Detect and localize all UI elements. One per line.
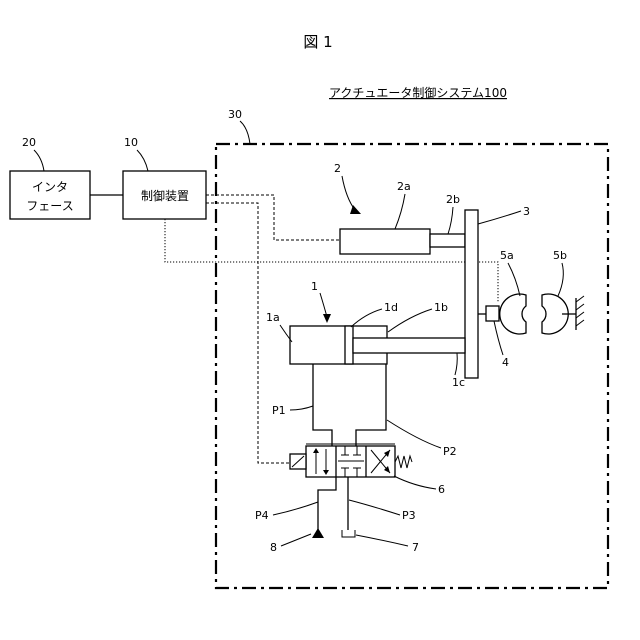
leader-P1 bbox=[290, 406, 313, 410]
label-10: 10 bbox=[124, 136, 138, 149]
directional-valve-6 bbox=[290, 444, 412, 477]
interface-label-line2: フェース bbox=[26, 199, 73, 213]
piston-rod-1c bbox=[353, 338, 465, 353]
label-3: 3 bbox=[523, 205, 530, 218]
leader-P2 bbox=[387, 420, 441, 448]
line-P2 bbox=[356, 364, 386, 446]
leader-1d bbox=[351, 309, 382, 327]
label-P2: P2 bbox=[443, 445, 457, 458]
figure-title: 図 1 bbox=[303, 33, 332, 51]
leader-3 bbox=[478, 211, 521, 224]
plate-3 bbox=[465, 210, 478, 378]
sensor-4 bbox=[486, 306, 499, 321]
piston-1d bbox=[345, 326, 353, 364]
label-1b: 1b bbox=[434, 301, 448, 314]
label-P3: P3 bbox=[402, 509, 416, 522]
leader-1 bbox=[320, 293, 327, 317]
label-1: 1 bbox=[311, 280, 318, 293]
label-20: 20 bbox=[22, 136, 36, 149]
leader-6 bbox=[394, 476, 436, 489]
label-8: 8 bbox=[270, 541, 277, 554]
leader-30 bbox=[240, 121, 250, 144]
label-7: 7 bbox=[412, 541, 419, 554]
leader-2 bbox=[342, 176, 355, 210]
arrow-1 bbox=[323, 314, 331, 323]
label-2a: 2a bbox=[397, 180, 411, 193]
leader-8 bbox=[281, 534, 311, 546]
label-2: 2 bbox=[334, 162, 341, 175]
leader-2b bbox=[448, 207, 453, 234]
label-P1: P1 bbox=[272, 404, 286, 417]
leader-2a bbox=[395, 194, 405, 229]
clutch-5a bbox=[500, 294, 526, 334]
tank-7 bbox=[342, 530, 355, 537]
actuator-2-rod bbox=[430, 234, 465, 247]
controller-label: 制御装置 bbox=[141, 188, 189, 203]
label-2b: 2b bbox=[446, 193, 460, 206]
label-6: 6 bbox=[438, 483, 445, 496]
leader-P3 bbox=[349, 500, 400, 515]
signal-line-actuator2 bbox=[206, 195, 340, 240]
label-1c: 1c bbox=[452, 376, 465, 389]
interface-label-line1: インタ bbox=[32, 180, 68, 194]
signal-line-valve bbox=[206, 203, 290, 463]
actuator-2-body bbox=[340, 229, 430, 254]
label-4: 4 bbox=[502, 356, 509, 369]
pump-8 bbox=[312, 528, 324, 538]
leader-10 bbox=[137, 150, 148, 171]
leader-5a bbox=[508, 263, 520, 296]
label-5b: 5b bbox=[553, 249, 567, 262]
label-P4: P4 bbox=[255, 509, 269, 522]
leader-7 bbox=[356, 535, 408, 546]
label-1d: 1d bbox=[384, 301, 398, 314]
leader-5b bbox=[558, 263, 563, 296]
leader-20 bbox=[34, 150, 44, 171]
system-title: アクチュエータ制御システム100 bbox=[329, 85, 507, 100]
label-30: 30 bbox=[228, 108, 242, 121]
line-P1 bbox=[313, 364, 332, 446]
label-1a: 1a bbox=[266, 311, 280, 324]
arrow-2 bbox=[350, 205, 361, 214]
leader-P4 bbox=[273, 502, 318, 515]
leader-1c bbox=[455, 353, 457, 375]
line-P4 bbox=[318, 477, 336, 530]
label-5a: 5a bbox=[500, 249, 514, 262]
leader-4 bbox=[494, 321, 503, 355]
ground-hatch bbox=[576, 296, 584, 326]
